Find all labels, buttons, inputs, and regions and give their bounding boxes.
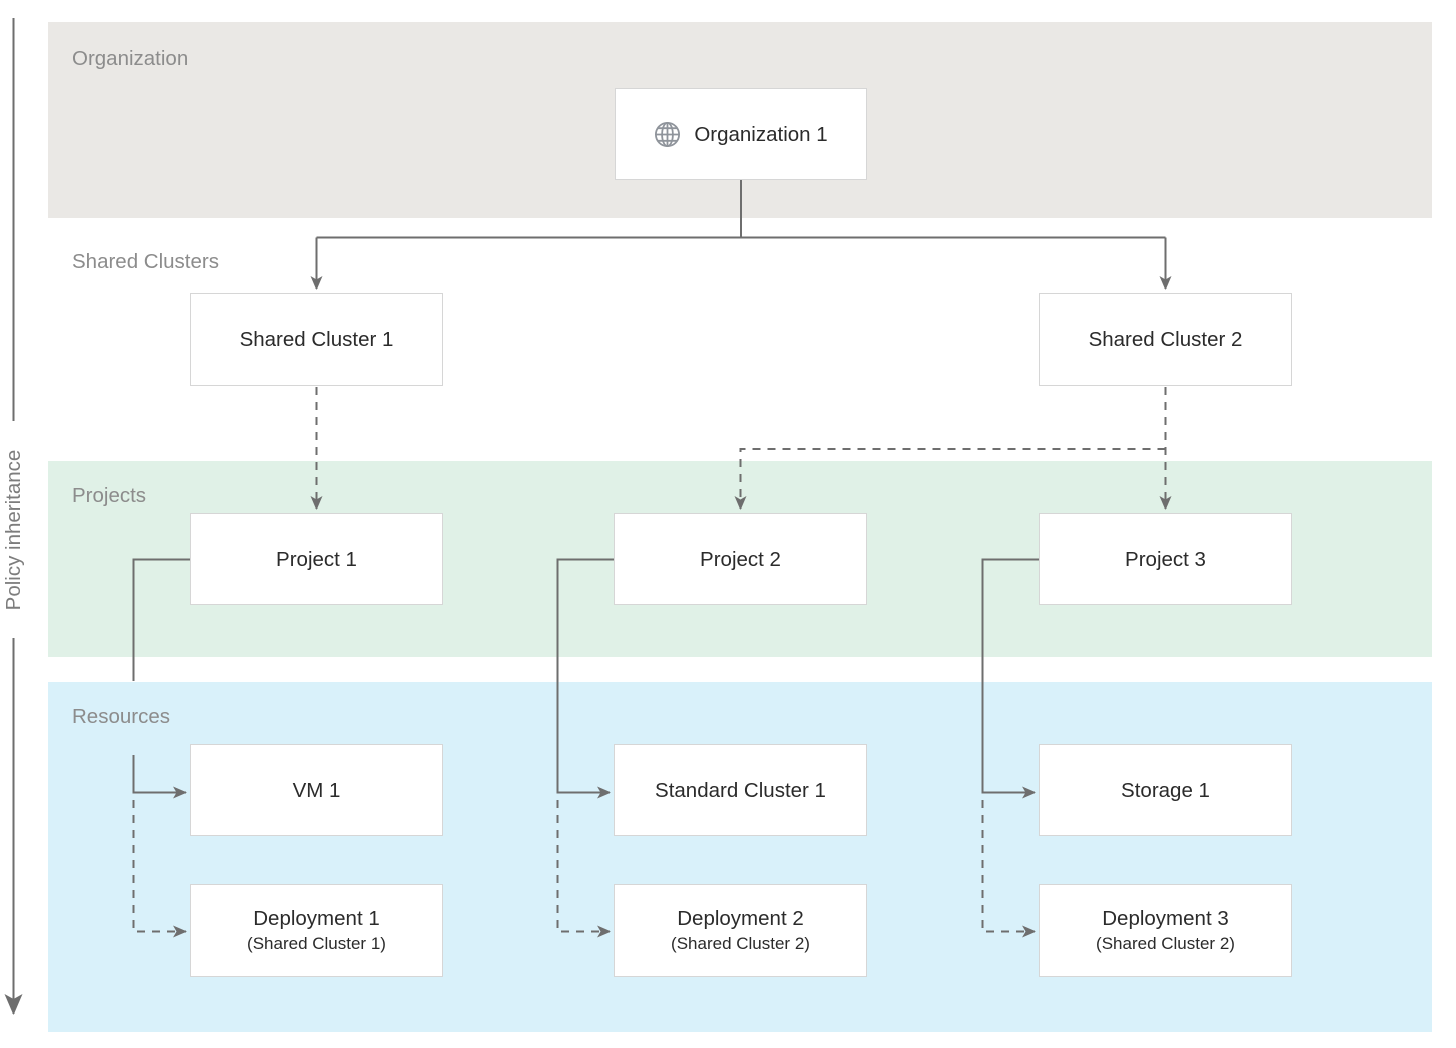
node-sublabel: (Shared Cluster 1) bbox=[247, 934, 386, 953]
node-label: Standard Cluster 1 bbox=[655, 778, 826, 802]
policy-inheritance-label: Policy inheritance bbox=[2, 449, 25, 611]
node-label: Deployment 1 bbox=[253, 907, 380, 930]
node-label: Shared Cluster 2 bbox=[1088, 328, 1243, 351]
node-project-1: Project 1 bbox=[190, 513, 443, 605]
node-sublabel: (Shared Cluster 2) bbox=[671, 934, 810, 953]
node-deployment-1: Deployment 1 (Shared Cluster 1) bbox=[190, 884, 443, 977]
node-label: Project 1 bbox=[276, 547, 357, 571]
node-label: Project 2 bbox=[700, 547, 781, 571]
node-project-3: Project 3 bbox=[1039, 513, 1292, 605]
node-shared-cluster-2: Shared Cluster 2 bbox=[1039, 293, 1292, 386]
node-label: Storage 1 bbox=[1121, 778, 1210, 802]
node-standard-cluster-1: Standard Cluster 1 bbox=[614, 744, 867, 836]
node-organization-1: Organization 1 bbox=[615, 88, 867, 180]
node-label: Project 3 bbox=[1125, 547, 1206, 571]
band-label-resources: Resources bbox=[72, 705, 170, 728]
node-label: Deployment 2 bbox=[677, 907, 804, 930]
node-label: VM 1 bbox=[292, 778, 341, 802]
node-project-2: Project 2 bbox=[614, 513, 867, 605]
node-storage-1: Storage 1 bbox=[1039, 744, 1292, 836]
band-label-organization: Organization bbox=[72, 47, 189, 70]
node-label: Deployment 3 bbox=[1102, 907, 1229, 930]
node-vm-1: VM 1 bbox=[190, 744, 443, 836]
node-deployment-2: Deployment 2 (Shared Cluster 2) bbox=[614, 884, 867, 977]
node-shared-cluster-1: Shared Cluster 1 bbox=[190, 293, 443, 386]
band-resources bbox=[48, 682, 1432, 1032]
node-sublabel: (Shared Cluster 2) bbox=[1096, 934, 1235, 953]
node-deployment-3: Deployment 3 (Shared Cluster 2) bbox=[1039, 884, 1292, 977]
band-label-projects: Projects bbox=[72, 484, 147, 507]
node-label: Organization 1 bbox=[694, 122, 828, 146]
band-label-shared-clusters: Shared Clusters bbox=[72, 250, 219, 273]
node-label: Shared Cluster 1 bbox=[239, 328, 394, 351]
globe-icon bbox=[654, 121, 681, 148]
